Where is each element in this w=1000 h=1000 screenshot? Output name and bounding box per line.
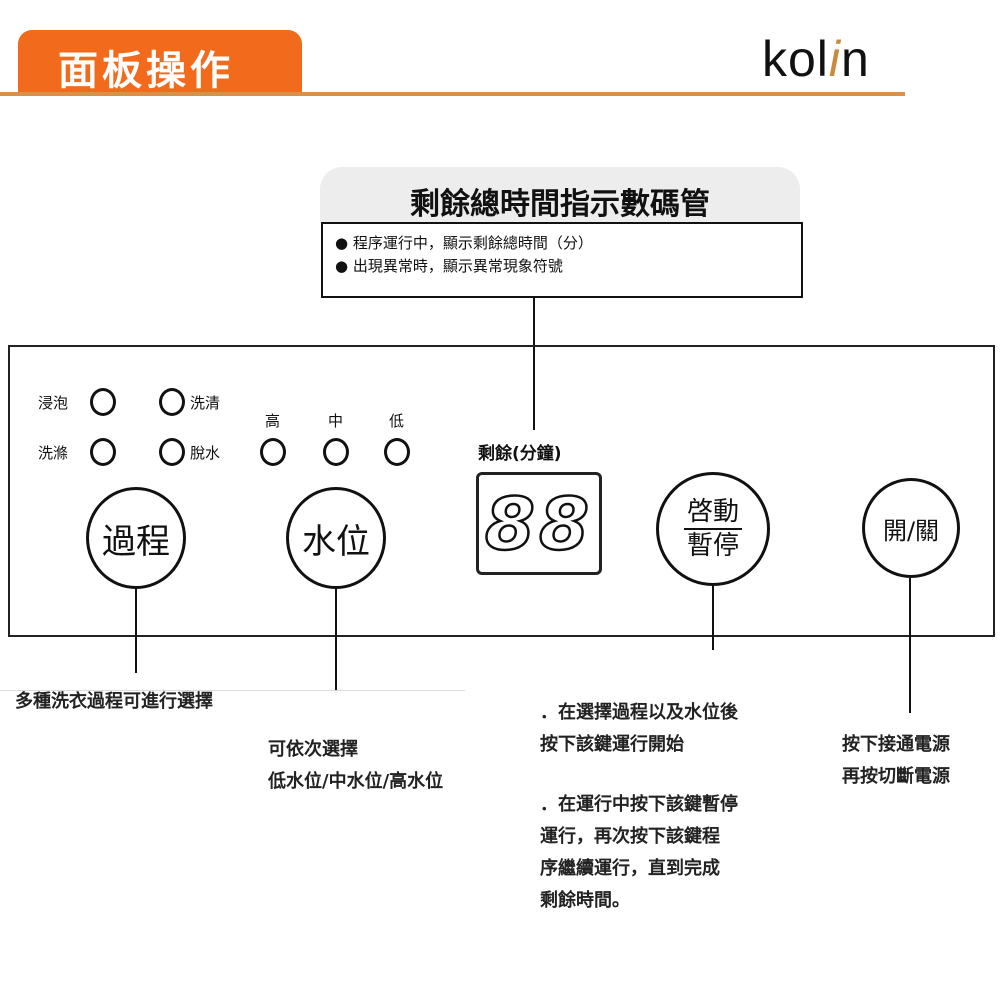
power-button[interactable]: 開/關 xyxy=(862,478,960,578)
display-label: 剩餘(分鐘) xyxy=(478,444,562,464)
water-label-mid: 中 xyxy=(328,412,344,430)
process-button[interactable]: 過程 xyxy=(86,487,186,589)
pause-label: 暫停 xyxy=(686,531,739,561)
leader-line xyxy=(712,586,714,650)
leader-line xyxy=(135,589,137,673)
water-level-button[interactable]: 水位 xyxy=(286,487,386,589)
desc-line: 剩餘時間。 xyxy=(540,890,630,911)
section-title-tab: 面板操作 xyxy=(18,30,302,94)
desc-line: 再按切斷電源 xyxy=(842,766,950,787)
desc-line: 按下該鍵運行開始 xyxy=(540,734,684,755)
start-description: ．在選擇過程以及水位後 按下該鍵運行開始 ．在運行中按下該鍵暫停 運行，再次按下… xyxy=(540,697,738,917)
desc-line: 序繼續運行，直到完成 xyxy=(540,858,720,879)
desc-line: 可依次選擇 xyxy=(268,739,358,760)
led-water-mid xyxy=(323,438,349,466)
led-label-wash: 洗滌 xyxy=(38,444,69,462)
desc-line: ．在運行中按下該鍵暫停 xyxy=(540,794,738,815)
water-description: 可依次選擇 低水位/中水位/高水位 xyxy=(268,734,443,798)
note-item: ● 程序運行中，顯示剩餘總時間（分） xyxy=(335,234,593,252)
display-callout-title: 剩餘總時間指示數碼管 xyxy=(320,167,800,223)
led-label-spin: 脫水 xyxy=(190,444,221,462)
note-item: ● 出現異常時，顯示異常現象符號 xyxy=(335,257,563,275)
faint-divider xyxy=(0,690,465,691)
led-wash-indicator xyxy=(90,438,116,466)
led-spin-indicator xyxy=(159,438,185,466)
water-label-low: 低 xyxy=(389,412,405,430)
button-divider xyxy=(684,528,742,530)
brand-logo: kolin xyxy=(762,31,870,87)
note-text: 程序運行中，顯示剩餘總時間（分） xyxy=(352,234,593,252)
seven-segment-display: 88 xyxy=(476,472,602,575)
desc-line: 運行，再次按下該鍵程 xyxy=(540,826,720,847)
leader-line xyxy=(533,297,535,430)
desc-line: ．在選擇過程以及水位後 xyxy=(540,702,738,723)
header-divider xyxy=(0,92,905,96)
water-label-high: 高 xyxy=(265,412,281,430)
start-label: 啓動 xyxy=(686,497,739,527)
power-description: 按下接通電源 再按切斷電源 xyxy=(842,729,950,793)
start-pause-button[interactable]: 啓動 暫停 xyxy=(656,472,770,586)
led-water-low xyxy=(384,438,410,466)
process-description: 多種洗衣過程可進行選擇 xyxy=(15,691,213,712)
desc-line: 按下接通電源 xyxy=(842,734,950,755)
led-soak-indicator xyxy=(90,388,116,416)
led-label-soak: 浸泡 xyxy=(38,394,69,412)
led-water-high xyxy=(260,438,286,466)
led-rinse-indicator xyxy=(159,388,185,416)
led-label-rinse: 洗清 xyxy=(190,394,221,412)
display-callout-notes: ● 程序運行中，顯示剩餘總時間（分） ● 出現異常時，顯示異常現象符號 xyxy=(321,222,803,298)
control-panel xyxy=(8,345,995,637)
note-text: 出現異常時，顯示異常現象符號 xyxy=(352,257,563,275)
leader-line xyxy=(909,578,911,713)
leader-line xyxy=(335,589,337,690)
desc-line: 低水位/中水位/高水位 xyxy=(268,771,444,792)
